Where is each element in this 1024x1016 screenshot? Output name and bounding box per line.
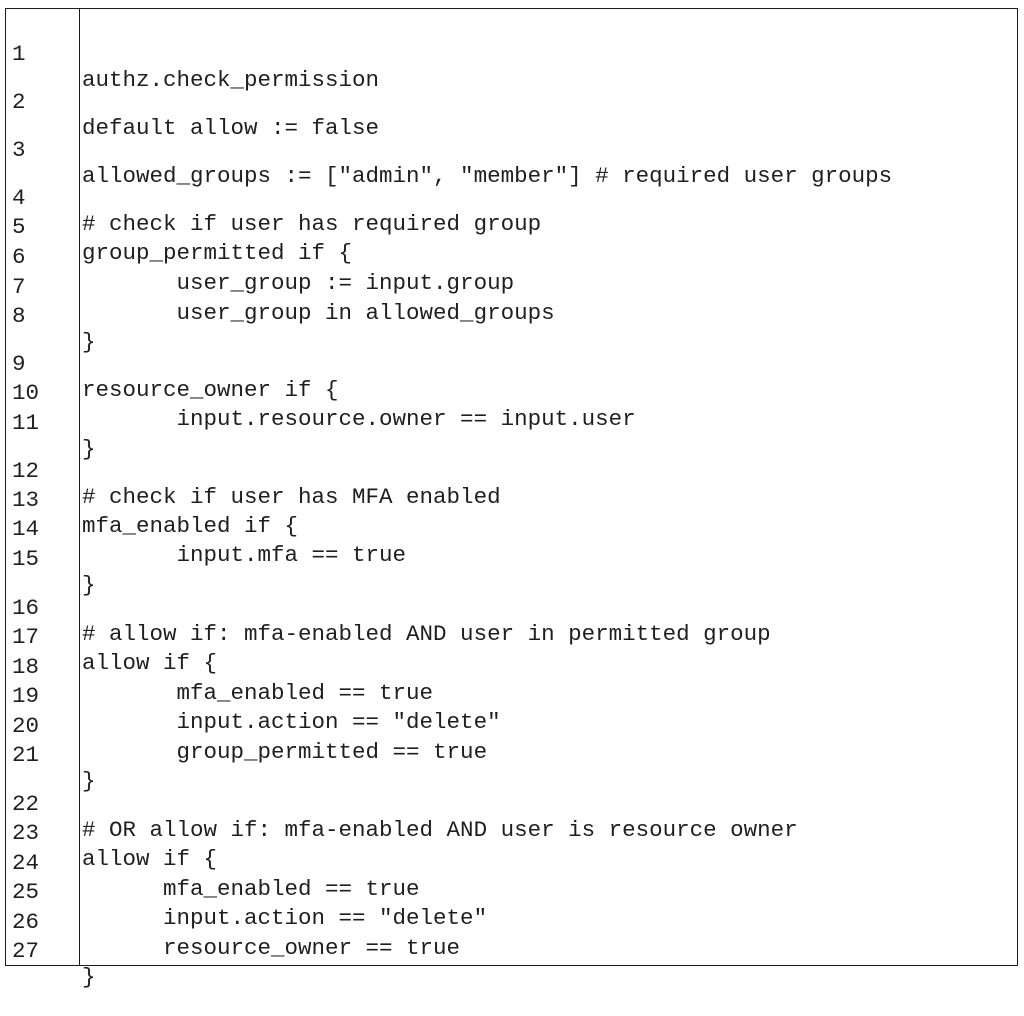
- code-text: }: [82, 329, 96, 355]
- code-text: input.mfa == true: [82, 542, 407, 568]
- line-number: 2: [12, 89, 26, 115]
- code-line: 5 group_permitted if {: [6, 188, 1017, 266]
- code-text: input.action == "delete": [82, 905, 488, 931]
- code-text: }: [82, 768, 96, 794]
- code-line: 26 resource_owner == true: [6, 883, 1017, 961]
- code-line: 24 mfa_enabled == true: [6, 824, 1017, 902]
- code-line: 12 # check if user has MFA enabled: [6, 432, 1017, 510]
- line-number: 27: [12, 938, 40, 964]
- line-number: 16: [12, 595, 40, 621]
- code-line: 3 allowed_groups := ["admin", "member"] …: [6, 111, 1017, 189]
- code-line: 7 user_group in allowed_groups: [6, 248, 1017, 326]
- code-text: # allow if: mfa-enabled AND user in perm…: [82, 621, 771, 647]
- code-line: 20 group_permitted == true: [6, 687, 1017, 765]
- code-text: input.resource.owner == input.user: [82, 406, 636, 432]
- code-line: 19 input.action == "delete": [6, 657, 1017, 735]
- line-number: 4: [12, 185, 26, 211]
- line-number: 9: [12, 351, 26, 377]
- line-number: 24: [12, 850, 40, 876]
- code-text: allow if {: [82, 650, 218, 676]
- code-listing: 1 authz.check_permission 2 default allow…: [5, 8, 1018, 990]
- code-line: 13 mfa_enabled if {: [6, 461, 1017, 539]
- code-line: 8 }: [6, 277, 1017, 355]
- code-line: 17 allow if {: [6, 598, 1017, 676]
- code-line: 23 allow if {: [6, 794, 1017, 872]
- line-number: 5: [12, 214, 26, 240]
- line-number: 1: [12, 41, 26, 67]
- code-text: input.action == "delete": [82, 709, 501, 735]
- line-number: 23: [12, 820, 40, 846]
- code-text: allow if {: [82, 846, 218, 872]
- line-number: 19: [12, 683, 40, 709]
- code-line: 6 user_group := input.group: [6, 218, 1017, 296]
- code-text: authz.check_permission: [82, 67, 380, 93]
- code-text: }: [82, 572, 96, 598]
- line-number: 7: [12, 274, 26, 300]
- code-line: 15 }: [6, 520, 1017, 598]
- code-text: mfa_enabled if {: [82, 513, 299, 539]
- code-text: # check if user has MFA enabled: [82, 484, 501, 510]
- code-text: group_permitted == true: [82, 739, 488, 765]
- code-text: user_group in allowed_groups: [82, 300, 555, 326]
- line-number: 18: [12, 654, 40, 680]
- line-number: 17: [12, 624, 40, 650]
- line-number: 10: [12, 380, 40, 406]
- code-line: 22 # OR allow if: mfa-enabled AND user i…: [6, 765, 1017, 843]
- line-number: 22: [12, 791, 40, 817]
- code-line: 18 mfa_enabled == true: [6, 628, 1017, 706]
- code-text: }: [82, 436, 96, 462]
- line-number: 26: [12, 909, 40, 935]
- line-number-divider: [79, 9, 80, 965]
- code-line: 14 input.mfa == true: [6, 490, 1017, 568]
- code-line: 25 input.action == "delete": [6, 853, 1017, 931]
- code-text: # check if user has required group: [82, 211, 542, 237]
- code-line: 16 # allow if: mfa-enabled AND user in p…: [6, 569, 1017, 647]
- code-line: 4 # check if user has required group: [6, 159, 1017, 237]
- line-number: 20: [12, 713, 40, 739]
- code-text: group_permitted if {: [82, 240, 353, 266]
- code-line: 27 }: [6, 912, 1017, 990]
- code-line: 1 authz.check_permission: [6, 15, 1017, 93]
- line-number: 8: [12, 303, 26, 329]
- code-text: default allow := false: [82, 115, 380, 141]
- code-line: 10 input.resource.owner == input.user: [6, 354, 1017, 432]
- line-number: 25: [12, 879, 40, 905]
- code-line: 9 resource_owner if {: [6, 325, 1017, 403]
- code-text: # OR allow if: mfa-enabled AND user is r…: [82, 817, 798, 843]
- code-text: resource_owner == true: [82, 935, 461, 961]
- code-text: allowed_groups := ["admin", "member"] # …: [82, 163, 893, 189]
- code-line: 21 }: [6, 716, 1017, 794]
- code-text: mfa_enabled == true: [82, 876, 420, 902]
- code-text: user_group := input.group: [82, 270, 515, 296]
- line-number: 12: [12, 458, 40, 484]
- line-number: 13: [12, 487, 40, 513]
- line-number: 21: [12, 742, 40, 768]
- line-number: 14: [12, 516, 40, 542]
- line-number: 3: [12, 137, 26, 163]
- line-number: 15: [12, 546, 40, 572]
- code-line: 11 }: [6, 384, 1017, 462]
- code-text: }: [82, 964, 96, 990]
- line-number: 11: [12, 410, 40, 436]
- code-text: mfa_enabled == true: [82, 680, 434, 706]
- code-line: 2 default allow := false: [6, 63, 1017, 141]
- code-text: resource_owner if {: [82, 377, 339, 403]
- line-number: 6: [12, 244, 26, 270]
